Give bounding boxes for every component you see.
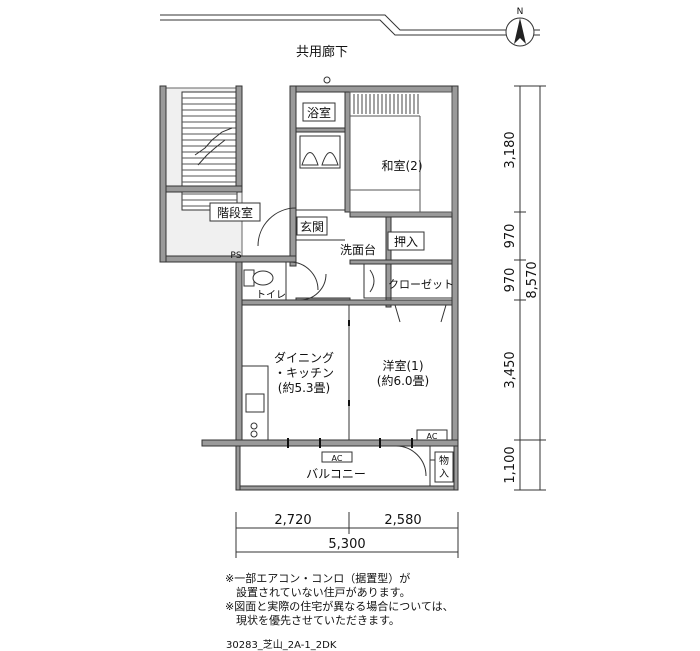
oshiire-label-box <box>387 231 425 251</box>
yoshitsu-label-1: 洋室(1) <box>383 358 424 373</box>
corridor-label: 共用廊下 <box>296 44 348 60</box>
dim-right-1: 3,180 <box>503 131 518 168</box>
dim-right-4: 3,450 <box>503 351 518 388</box>
compass: N <box>505 7 535 47</box>
storage-label-1: 物 <box>439 454 449 467</box>
dk-label-2: ・キッチン <box>274 366 334 380</box>
entrance-label: 玄関 <box>300 219 324 234</box>
note-line-2: 設置されていない住戸があります。 <box>225 586 411 599</box>
washitsu-label: 和室(2) <box>382 158 423 173</box>
ac-balcony-label: AC <box>332 454 343 463</box>
dim-right-5: 1,100 <box>503 446 518 483</box>
storage-label-box <box>434 451 454 483</box>
closet-label: クローゼット <box>388 278 454 291</box>
dim-bottom-2: 2,580 <box>384 513 421 528</box>
dim-right-total: 8,570 <box>525 261 540 298</box>
tatami <box>349 91 453 213</box>
walls <box>159 85 459 491</box>
kitchen-counter <box>241 365 269 441</box>
ps-label: PS <box>230 251 241 261</box>
yoshitsu-label-2: (約6.0畳) <box>377 373 429 388</box>
plan-code: 30283_芝山_2A-1_2DK <box>226 640 337 651</box>
dim-bottom-1: 2,720 <box>274 513 311 528</box>
closet-door-marks <box>394 304 447 323</box>
toilet-fixture <box>243 269 274 287</box>
washing-machine <box>299 135 341 169</box>
dk-label-1: ダイニング <box>274 350 334 365</box>
dk-label-3: (約5.3畳) <box>278 380 330 395</box>
balcony-label: バルコニー <box>306 467 366 481</box>
stair-treads <box>182 97 237 207</box>
dim-right-3: 970 <box>503 268 518 293</box>
stairs-label: 階段室 <box>217 205 253 220</box>
bottom-dimension-lines <box>235 512 459 558</box>
entrance-light-mark <box>323 76 331 84</box>
stairs-label-box <box>209 202 261 222</box>
window-marks <box>287 320 413 448</box>
storage-label-2: 入 <box>439 469 449 480</box>
ac-room-box <box>416 429 448 441</box>
washbasin-fixture <box>363 263 387 299</box>
bath-label: 浴室 <box>307 105 331 120</box>
stair-well <box>161 87 243 257</box>
doors <box>257 207 427 477</box>
senmen-label: 洗面台 <box>340 242 376 257</box>
note-line-4: 現状を優先させていただきます。 <box>225 614 400 627</box>
oshiire-label: 押入 <box>394 235 418 249</box>
corridor-lines <box>160 14 540 36</box>
note-line-1: ※一部エアコン・コンロ（据置型）が <box>225 572 411 585</box>
dim-right-2: 970 <box>503 224 518 249</box>
note-line-3: ※図面と実際の住宅が異なる場合については、 <box>225 600 454 613</box>
tatami-edge-hatch <box>353 94 419 114</box>
entrance-label-box <box>296 216 328 236</box>
dim-bottom-total: 5,300 <box>328 537 365 552</box>
ac-room-label: AC <box>427 432 438 441</box>
right-dimension-texts: 3,180 970 970 3,450 1,100 8,570 <box>503 131 540 483</box>
toilet-label: トイレ <box>256 290 286 301</box>
right-dimension-lines <box>514 85 546 491</box>
partitions <box>285 209 454 486</box>
ac-balcony-box <box>321 451 353 463</box>
stair-arrow <box>194 127 233 166</box>
north-label: N <box>517 7 524 17</box>
bath-label-box <box>302 102 336 122</box>
